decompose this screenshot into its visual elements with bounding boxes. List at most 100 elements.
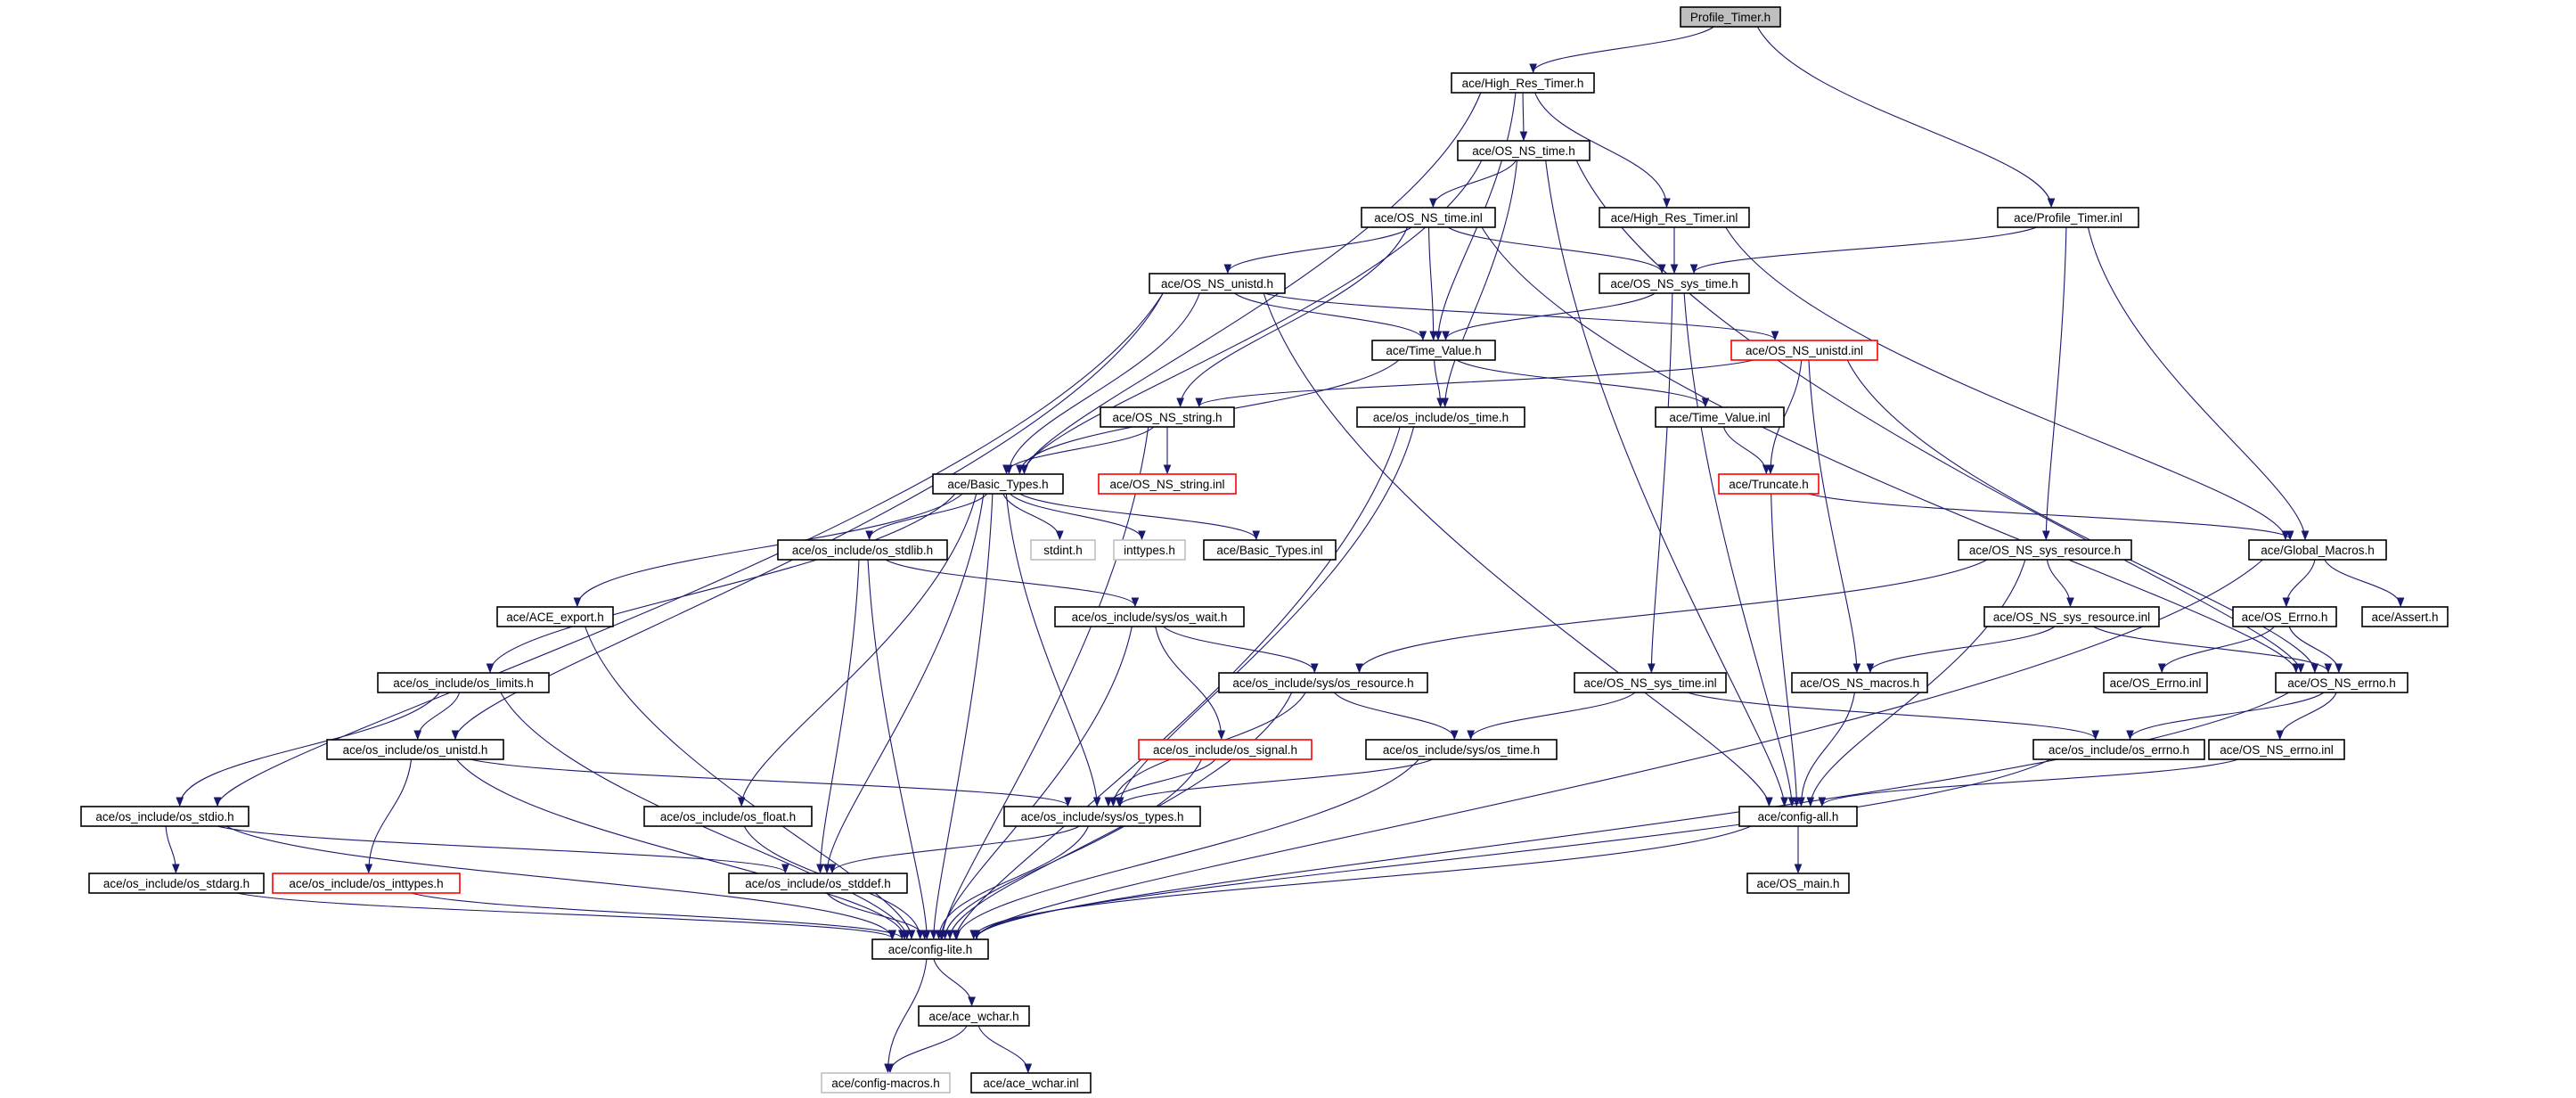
node-os-include-os-limits-h[interactable]: ace/os_include/os_limits.h [377, 672, 550, 693]
node-truncate-h[interactable]: ace/Truncate.h [1718, 473, 1820, 495]
edge-n_os_ns_time_inl-to-n_time_value_h [1427, 226, 1438, 341]
node-box [2248, 539, 2387, 561]
node-os-errno-h[interactable]: ace/OS_Errno.h [2232, 606, 2337, 627]
edge-line [1869, 626, 2056, 673]
node-os-main-h[interactable]: ace/OS_main.h [1746, 873, 1850, 894]
node-os-include-os-inttypes-h[interactable]: ace/os_include/os_inttypes.h [272, 873, 461, 894]
edge-line [1427, 226, 1435, 340]
node-high-res-timer-inl[interactable]: ace/High_Res_Timer.inl [1599, 207, 1750, 228]
node-os-include-os-signal-h[interactable]: ace/os_include/os_signal.h [1138, 739, 1313, 760]
edge-line [1756, 26, 2052, 208]
edge-arrowhead [364, 864, 373, 874]
edge-arrowhead [2157, 663, 2166, 674]
node-ace-wchar-inl[interactable]: ace/ace_wchar.inl [970, 1072, 1092, 1094]
edge-arrowhead [907, 930, 916, 940]
node-global-macros-h[interactable]: ace/Global_Macros.h [2248, 539, 2387, 561]
node-os-ns-errno-h[interactable]: ace/OS_NS_errno.h [2275, 672, 2408, 693]
node-os-errno-inl[interactable]: ace/OS_Errno.inl [2103, 672, 2208, 693]
node-os-include-os-unistd-h[interactable]: ace/os_include/os_unistd.h [326, 739, 504, 760]
node-label: ace/OS_NS_errno.h [2287, 676, 2396, 690]
node-box [1718, 473, 1820, 495]
node-os-include-os-stdarg-h[interactable]: ace/os_include/os_stdarg.h [88, 873, 265, 894]
node-config-lite-h[interactable]: ace/config-lite.h [871, 938, 989, 960]
node-high-res-timer-h[interactable]: ace/High_Res_Timer.h [1451, 72, 1595, 94]
edge-n_basic_types_h-to-n_basic_types_inl [1019, 493, 1261, 541]
node-ace-export-h[interactable]: ace/ACE_export.h [496, 606, 614, 627]
edge-arrowhead [1794, 864, 1803, 874]
node-config-all-h[interactable]: ace/config-all.h [1738, 806, 1858, 827]
edge-arrowhead [1467, 730, 1475, 741]
node-box [1365, 739, 1558, 760]
edge-n_os_include_os_stdio_h-to-n_os_include_os_stddef_h [217, 825, 789, 874]
node-label: ace/os_include/os_inttypes.h [289, 877, 443, 890]
edge-arrowhead [1429, 331, 1438, 341]
edge-line [500, 692, 908, 939]
edge-n_high_res_timer_h-to-n_time_value_h [1434, 92, 1517, 341]
node-os-include-sys-os-types-h[interactable]: ace/os_include/sys/os_types.h [1003, 806, 1201, 827]
node-os-ns-sys-time-h[interactable]: ace/OS_NS_sys_time.h [1599, 273, 1750, 294]
edge-line [1234, 292, 1424, 340]
edge-line [889, 1025, 968, 1073]
node-os-ns-sys-time-inl[interactable]: ace/OS_NS_sys_time.inl [1574, 672, 1727, 693]
node-label: Profile_Timer.h [1690, 11, 1770, 24]
edge-n_os_ns_errno_h-to-n_os_include_os_errno_h [2126, 692, 2325, 741]
node-assert-h[interactable]: ace/Assert.h [2361, 606, 2449, 627]
edge-line [826, 892, 926, 939]
node-label: ace/os_include/os_unistd.h [343, 743, 488, 757]
edge-line [2087, 226, 2306, 540]
edge-n_os_include_os_errno_h-to-n_config_lite_h [972, 758, 2051, 940]
node-os-ns-unistd-h[interactable]: ace/OS_NS_unistd.h [1149, 273, 1286, 294]
node-label: ace/os_include/os_errno.h [2049, 743, 2189, 757]
node-os-include-os-time-h[interactable]: ace/os_include/os_time.h [1356, 406, 1525, 428]
node-os-include-os-stdlib-h[interactable]: ace/os_include/os_stdlib.h [777, 539, 948, 561]
node-os-include-os-stddef-h[interactable]: ace/os_include/os_stddef.h [728, 873, 908, 894]
edge-arrowhead [413, 730, 422, 741]
node-os-include-os-stdio-h[interactable]: ace/os_include/os_stdio.h [80, 806, 249, 827]
edge-line [1263, 292, 1776, 340]
edge-arrowhead [573, 597, 582, 608]
edge-n_config_lite_h-to-n_ace_wchar_h [933, 958, 976, 1007]
edge-arrowhead [941, 930, 949, 940]
node-label: ace/OS_NS_sys_resource.h [1969, 544, 2121, 557]
edge-line [976, 758, 2051, 939]
node-os-include-os-errno-h[interactable]: ace/os_include/os_errno.h [2032, 739, 2205, 760]
node-basic-types-inl[interactable]: ace/Basic_Types.inl [1203, 539, 1337, 561]
node-os-ns-time-h[interactable]: ace/OS_NS_time.h [1457, 140, 1591, 161]
node-os-ns-time-inl[interactable]: ace/OS_NS_time.inl [1361, 207, 1496, 228]
edge-line [225, 825, 893, 939]
edge-line [1683, 292, 1793, 807]
edge-line [1650, 292, 1673, 673]
edge-arrowhead [2301, 530, 2310, 541]
node-os-ns-unistd-inl[interactable]: ace/OS_NS_unistd.inl [1730, 340, 1878, 361]
node-os-ns-sys-resource-h[interactable]: ace/OS_NS_sys_resource.h [1958, 539, 2132, 561]
edge-n_time_value_inl-to-n_truncate_h [1722, 426, 1770, 475]
edge-line [887, 958, 928, 1073]
node-label: ace/os_include/sys/os_time.h [1383, 743, 1540, 757]
node-os-include-os-float-h[interactable]: ace/os_include/os_float.h [643, 806, 813, 827]
node-os-ns-macros-h[interactable]: ace/OS_NS_macros.h [1791, 672, 1928, 693]
node-label: ace/OS_Errno.h [2242, 610, 2328, 624]
edge-arrowhead [2286, 530, 2294, 541]
edge-line [1108, 758, 1216, 807]
node-os-ns-sys-resource-inl[interactable]: ace/OS_NS_sys_resource.inl [1983, 606, 2160, 627]
edge-n_os_include_os_signal_h-to-n_config_lite_h [941, 758, 1203, 940]
node-os-include-sys-os-resource-h[interactable]: ace/os_include/sys/os_resource.h [1218, 672, 1428, 693]
edge-line [1227, 226, 1412, 274]
node-box [1361, 207, 1496, 228]
node-os-include-sys-os-wait-h[interactable]: ace/os_include/sys/os_wait.h [1054, 606, 1245, 627]
node-profile-timer-inl[interactable]: ace/Profile_Timer.inl [1997, 207, 2139, 228]
node-label: ace/ace_wchar.inl [983, 1077, 1078, 1090]
node-time-value-h[interactable]: ace/Time_Value.h [1371, 340, 1496, 361]
edge-arrowhead [213, 797, 222, 807]
node-time-value-inl[interactable]: ace/Time_Value.inl [1655, 406, 1785, 428]
node-profile-timer-h[interactable]: Profile_Timer.h [1680, 6, 1781, 28]
node-os-ns-string-h[interactable]: ace/OS_NS_string.h [1100, 406, 1235, 428]
node-ace-wchar-h[interactable]: ace/ace_wchar.h [918, 1005, 1030, 1027]
edge-line [1821, 758, 2239, 807]
node-basic-types-h[interactable]: ace/Basic_Types.h [932, 473, 1064, 495]
node-os-ns-string-inl[interactable]: ace/OS_NS_string.inl [1098, 473, 1237, 495]
edge-n_profile_timer_inl-to-n_os_ns_sys_time_h [1689, 226, 2037, 274]
node-os-include-sys-os-time-h[interactable]: ace/os_include/sys/os_time.h [1365, 739, 1558, 760]
edge-line [1023, 92, 1482, 474]
node-os-ns-errno-inl[interactable]: ace/OS_NS_errno.inl [2208, 739, 2345, 760]
